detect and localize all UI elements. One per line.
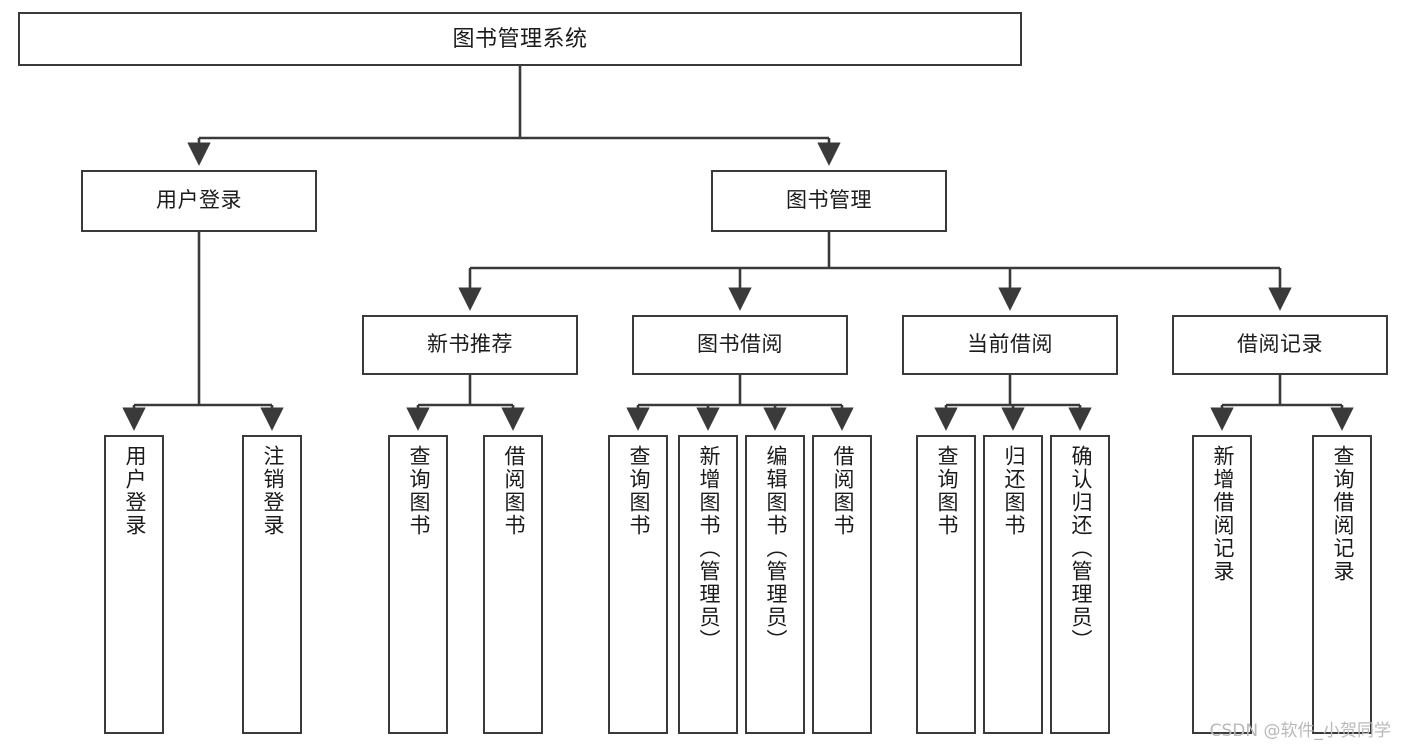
node-book-borrow[interactable]: 图书借阅 — [632, 315, 848, 375]
leaf-return-book-label: 归还图书 — [1002, 445, 1026, 537]
node-new-book-recommend-label: 新书推荐 — [427, 332, 513, 356]
leaf-add-borrow-record-label: 新增借阅记录 — [1211, 445, 1235, 583]
leaf-user-login[interactable]: 用户登录 — [104, 435, 164, 734]
node-borrow-record-label: 借阅记录 — [1237, 332, 1323, 356]
leaf-query-book-borrow-label: 查询图书 — [627, 445, 651, 537]
node-user-login[interactable]: 用户登录 — [81, 170, 317, 232]
node-user-login-label: 用户登录 — [156, 188, 242, 212]
leaf-query-book-recommend-label: 查询图书 — [407, 445, 431, 537]
leaf-borrow-book-recommend[interactable]: 借阅图书 — [483, 435, 543, 734]
leaf-confirm-return-admin-label: 确认归还（管理员） — [1069, 445, 1093, 652]
leaf-query-book-recommend[interactable]: 查询图书 — [388, 435, 448, 734]
node-root[interactable]: 图书管理系统 — [18, 12, 1022, 66]
node-root-label: 图书管理系统 — [452, 26, 588, 52]
leaf-query-book-current[interactable]: 查询图书 — [916, 435, 976, 734]
node-current-borrow[interactable]: 当前借阅 — [902, 315, 1118, 375]
node-book-borrow-label: 图书借阅 — [697, 332, 783, 356]
node-book-management[interactable]: 图书管理 — [711, 170, 947, 232]
node-current-borrow-label: 当前借阅 — [967, 332, 1053, 356]
leaf-add-borrow-record[interactable]: 新增借阅记录 — [1192, 435, 1252, 734]
leaf-query-borrow-record[interactable]: 查询借阅记录 — [1312, 435, 1372, 734]
leaf-add-book-admin[interactable]: 新增图书（管理员） — [678, 435, 738, 734]
leaf-return-book[interactable]: 归还图书 — [983, 435, 1043, 734]
leaf-edit-book-admin[interactable]: 编辑图书（管理员） — [745, 435, 805, 734]
leaf-edit-book-admin-label: 编辑图书（管理员） — [764, 445, 788, 652]
leaf-logout[interactable]: 注销登录 — [242, 435, 302, 734]
leaf-query-book-current-label: 查询图书 — [935, 445, 959, 537]
leaf-query-borrow-record-label: 查询借阅记录 — [1331, 445, 1355, 583]
node-borrow-record[interactable]: 借阅记录 — [1172, 315, 1388, 375]
leaf-borrow-book-label: 借阅图书 — [831, 445, 855, 537]
leaf-query-book-borrow[interactable]: 查询图书 — [608, 435, 668, 734]
leaf-logout-label: 注销登录 — [261, 445, 285, 537]
watermark: CSDN @软件_小贺同学 — [1209, 721, 1391, 741]
leaf-user-login-label: 用户登录 — [123, 445, 147, 537]
leaf-add-book-admin-label: 新增图书（管理员） — [697, 445, 721, 652]
node-new-book-recommend[interactable]: 新书推荐 — [362, 315, 578, 375]
node-book-management-label: 图书管理 — [786, 188, 872, 212]
leaf-borrow-book-recommend-label: 借阅图书 — [502, 445, 526, 537]
leaf-confirm-return-admin[interactable]: 确认归还（管理员） — [1050, 435, 1110, 734]
leaf-borrow-book[interactable]: 借阅图书 — [812, 435, 872, 734]
